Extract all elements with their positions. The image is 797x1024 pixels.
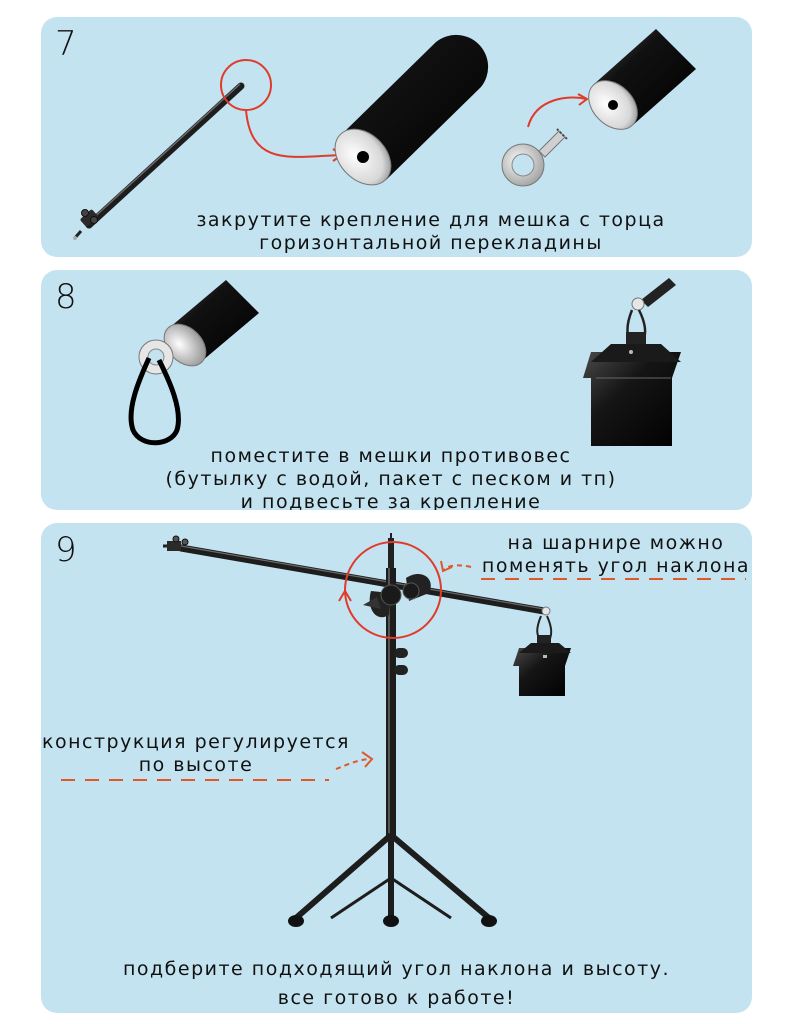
arrow-to-cylinder: [245, 109, 342, 158]
note-line: на шарнире можно: [507, 532, 725, 554]
note-line: конструкция регулируется: [42, 731, 350, 753]
crossbar-end-cylinder: [334, 34, 489, 186]
caption-line: горизонтальной перекладины: [259, 232, 603, 254]
height-note: конструкция регулируется по высоте: [41, 731, 351, 777]
caption-line: все готово к работе!: [277, 987, 516, 1009]
caption-line: подберите подходящий угол наклона и высо…: [122, 958, 670, 980]
caption-line: закрутите крепление для мешка с торца: [196, 209, 666, 231]
hinge-note: на шарнире можно поменять угол наклона: [481, 532, 751, 578]
highlight-circle: [220, 59, 272, 111]
boom-arm: [163, 535, 548, 615]
step-7-illustration: [72, 29, 696, 240]
carabiner: [128, 356, 181, 446]
crossbar-end-with-ring: [138, 280, 259, 375]
note-line: поменять угол наклона: [481, 555, 751, 577]
rotate-arrow-icon: [338, 589, 352, 602]
stand-pole: [386, 533, 408, 838]
step-8-caption: поместите в мешки противовес (бутылку с …: [101, 445, 681, 510]
tripod-legs: [288, 832, 497, 927]
hinge-clamp: [363, 573, 431, 618]
step-9-illustration: [61, 533, 746, 927]
small-cylinder: [588, 29, 696, 130]
step-8-illustration: [128, 278, 681, 446]
step-7-panel: 7: [41, 17, 752, 257]
step-7-caption: закрутите крепление для мешка с торца го…: [111, 209, 751, 255]
note-line: по высоте: [138, 754, 254, 776]
step-number: 9: [55, 530, 77, 570]
caption-line: (бутылку с водой, пакет с песком и тп): [165, 468, 617, 490]
step-number: 7: [55, 24, 77, 64]
bag-mount-ring: [501, 128, 568, 187]
hanging-sandbag: [513, 606, 571, 696]
hanging-sandbag: [583, 278, 681, 446]
caption-line: поместите в мешки противовес: [210, 445, 572, 467]
step-8-panel: 8: [41, 270, 752, 510]
step-number: 8: [55, 277, 77, 317]
caption-line: и подвесьте за крепление: [240, 491, 542, 510]
arrow-to-small-cylinder: [527, 96, 587, 128]
step-9-panel: 9: [41, 523, 752, 1013]
crossbar-rod: [72, 82, 245, 240]
step-9-caption: подберите подходящий угол наклона и высо…: [41, 955, 752, 1013]
